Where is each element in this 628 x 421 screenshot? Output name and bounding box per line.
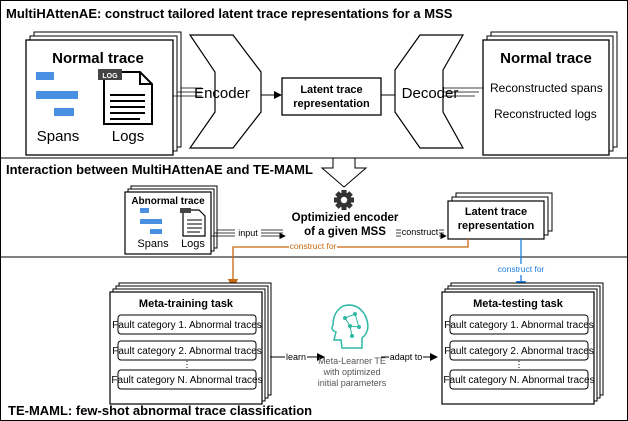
section1-title: MultiHAttenAE: construct tailored latent…: [6, 6, 453, 21]
span-bars-icon-small: [140, 208, 162, 234]
svg-text:Fault category N. Abnormal tra: Fault category N. Abnormal traces: [443, 375, 594, 386]
training-item-n: Fault category N. Abnormal traces: [111, 369, 263, 390]
flow-down-arrow: [320, 157, 368, 188]
input-connector: [173, 87, 202, 97]
svg-text:Fault category 2. Abnormal tra: Fault category 2. Abnormal traces: [112, 346, 262, 357]
abnormal-spans-label: Spans: [137, 238, 169, 250]
decoder-label: Decoder: [402, 85, 459, 102]
decoder-shape: [394, 34, 465, 149]
encoder-label: Encoder: [194, 85, 250, 102]
construct-for-right-bg: [496, 264, 548, 275]
learn-label-bg: [285, 351, 307, 362]
testing-item-n: Fault category N. Abnormal traces: [443, 369, 595, 390]
latent2-line1: Latent trace: [465, 206, 527, 218]
latent-box-middle: [447, 192, 553, 240]
latent-line1: Latent trace: [300, 84, 362, 96]
output-title: Normal trace: [500, 50, 592, 67]
testing-item-1: Fault category 1. Abnormal traces: [444, 314, 594, 335]
training-item-2: Fault category 2. Abnormal traces: [112, 340, 262, 361]
svg-text:Fault category 1. Abnormal tra: Fault category 1. Abnormal traces: [112, 320, 262, 331]
latent-box-top: [281, 77, 382, 116]
reconstructed-logs: Reconstructed logs: [494, 107, 597, 121]
gear-icon: [334, 190, 354, 210]
input-label: input: [238, 228, 258, 238]
normal-trace-title: Normal trace: [52, 50, 144, 67]
learn-label: learn: [286, 352, 306, 362]
input-label-bg: [235, 227, 261, 238]
latent2-line2: representation: [458, 220, 535, 232]
logs-label: Logs: [112, 128, 145, 145]
meta-training-title: Meta-training task: [139, 298, 234, 310]
encoder-text-line2: of a given MSS: [304, 226, 386, 238]
meta-testing-title: Meta-testing task: [473, 298, 564, 310]
section2-title: Interaction between MultiHAttenAE and TE…: [6, 162, 313, 177]
learner-line2: with optimized: [322, 367, 380, 377]
construct-label: construct: [402, 227, 439, 237]
svg-text:Fault category N. Abnormal tra: Fault category N. Abnormal traces: [111, 375, 262, 386]
span-bars-icon: [36, 72, 78, 116]
construct-label-bg: [401, 227, 439, 238]
reconstructed-trace-card: [482, 31, 618, 156]
abnormal-logs-label: Logs: [181, 238, 205, 250]
adapt-label-bg: [389, 351, 423, 362]
testing-item-2: Fault category 2. Abnormal traces: [444, 340, 594, 361]
svg-text:Fault category 2. Abnormal tra: Fault category 2. Abnormal traces: [444, 346, 594, 357]
latent-line2: representation: [293, 98, 370, 110]
abnormal-trace-title: Abnormal trace: [131, 196, 205, 207]
adapt-label: adapt to: [390, 352, 423, 362]
construct-for-arrow-left: [227, 239, 469, 290]
log-badge: LOG: [102, 73, 118, 80]
construct-for-left-bg: [289, 241, 337, 252]
document-log-icon: [98, 69, 153, 125]
construct-for-left: construct for: [290, 241, 337, 251]
construct-for-right: construct for: [498, 264, 545, 274]
output-connector: [443, 87, 483, 97]
section3-title: TE-MAML: few-shot abnormal trace classif…: [8, 403, 312, 418]
encoder-text-line1: Optimizied encoder: [292, 212, 399, 224]
learner-line3: initial parameters: [318, 378, 387, 388]
learner-line1: Meta-Learner TE: [318, 356, 386, 366]
svg-text:Fault category 1. Abnormal tra: Fault category 1. Abnormal traces: [444, 320, 594, 331]
training-item-1: Fault category 1. Abnormal traces: [112, 314, 262, 335]
reconstructed-spans: Reconstructed spans: [490, 81, 603, 95]
neural-network-icon: [331, 304, 369, 349]
spans-label: Spans: [37, 128, 80, 145]
encoder-shape: [188, 34, 262, 149]
document-log-icon-small: [180, 208, 206, 237]
